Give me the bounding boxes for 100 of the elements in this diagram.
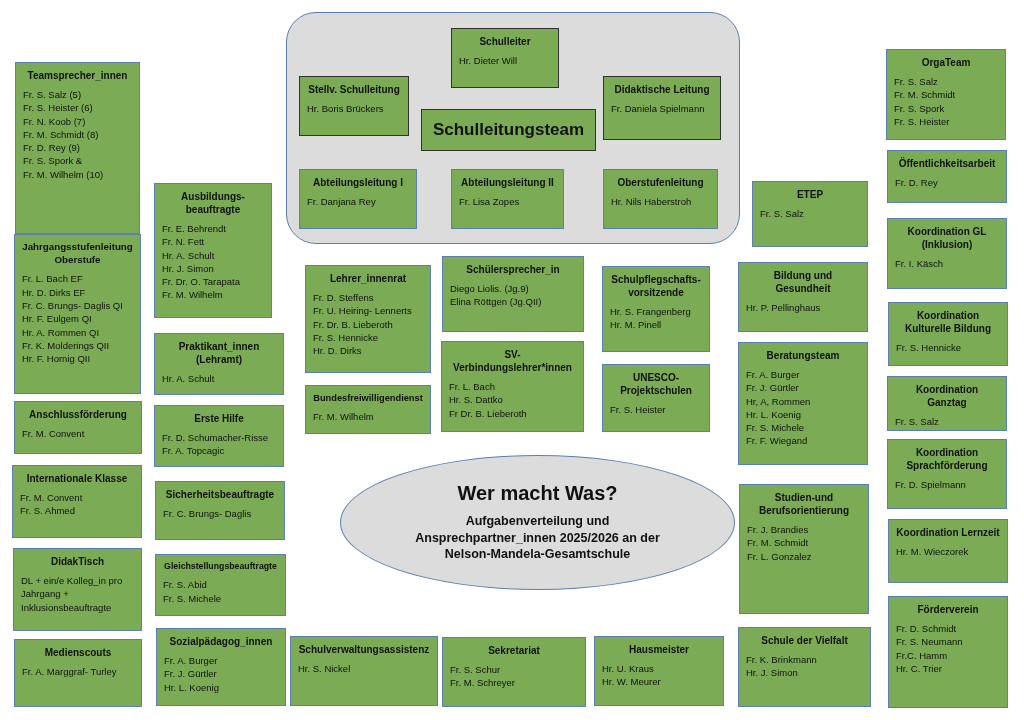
person-name: Fr. C. Brungs- Daglis QI (22, 298, 124, 313)
person-name: Hr. Dieter Will (459, 54, 519, 68)
role-heading: Jahrgangsstufenleitung Oberstufe (22, 241, 133, 267)
person-name: Fr. S. Heister (6) (23, 101, 94, 115)
title-heading: Wer macht Was? (457, 481, 618, 505)
role-heading: Schule der Vielfalt (760, 634, 849, 647)
role-box (15, 62, 140, 234)
person-name: Fr. J. Brandies (747, 523, 810, 537)
role-heading: Schulpflegschafts- vorsitzende (610, 273, 702, 299)
person-name: Fr. S. Spork (894, 101, 946, 115)
person-name: Fr. L. Bach EF (22, 272, 84, 286)
role-box (887, 150, 1007, 203)
person-name: Hr. M. Wieczorek (896, 545, 970, 559)
role-box (154, 183, 272, 318)
person-name: Fr. A. Burger (164, 654, 219, 668)
role-box (603, 169, 718, 229)
person-name: Hr. D. Dirks (313, 344, 363, 358)
role-heading: Abteilungsleitung II (460, 176, 555, 189)
role-box (887, 376, 1007, 431)
person-name: Fr. N. Koob (7) (23, 114, 87, 128)
person-name: Fr. M. Wilhelm (162, 288, 224, 302)
person-name: Hr. M. Pinell (610, 318, 663, 332)
person-name: Fr. D. Rey (9) (23, 141, 81, 155)
person-name: Fr. L. Gonzalez (747, 549, 813, 563)
role-box (594, 636, 724, 706)
role-box (752, 181, 868, 247)
role-box (441, 341, 584, 432)
person-name: Fr. M. Convent (22, 427, 86, 441)
person-name: Elina Röttgen (Jg.QII) (450, 295, 543, 309)
role-box (299, 169, 417, 229)
role-heading: Ausbildungs- beauftragte (180, 190, 246, 216)
person-name: Hr. A. Rommen QI (22, 325, 101, 339)
role-heading: Koordination Lernzeit (896, 526, 1000, 539)
role-box (305, 265, 431, 373)
role-box (738, 342, 868, 465)
person-name: Hr. L. Koenig (164, 680, 220, 694)
person-name: Fr.C. Hamm (896, 648, 949, 662)
role-heading: Bundesfreiwilligendienst (313, 392, 423, 404)
team-heading: Schulleitungsteam (432, 118, 585, 141)
role-box (14, 639, 142, 707)
role-heading: Förderverein (916, 603, 980, 616)
person-name: Fr. S. Hennicke (313, 330, 379, 345)
person-name: Fr. F. Wiegand (746, 434, 809, 448)
person-name: Fr. D. Schumacher-Risse (162, 431, 270, 445)
person-name: Fr. D. Spielmann (895, 478, 967, 492)
role-heading: Didaktische Leitung (613, 83, 711, 96)
person-name: Fr. M. Schmidt (894, 88, 957, 102)
person-name: Hr. S. Frangenberg (610, 305, 692, 319)
person-name: Fr Dr. B. Lieberoth (449, 406, 528, 420)
role-box (442, 637, 586, 707)
role-heading: Schülersprecher_in (465, 263, 561, 276)
role-box (154, 405, 284, 467)
role-box (14, 234, 141, 394)
role-heading: Studien-und Berufsorientierung (758, 491, 850, 517)
role-heading: OrgaTeam (920, 56, 972, 69)
person-name: Fr. A. Marggraf- Turley (22, 665, 118, 679)
person-name: Fr. L. Bach (449, 380, 496, 394)
role-heading: Teamsprecher_innen (26, 69, 129, 82)
person-name: Fr. S. Salz (760, 207, 805, 221)
person-name: Fr. Danjana Rey (307, 195, 377, 209)
person-name: Hr. A. Schult (162, 372, 216, 386)
role-heading: Erste Hilfe (193, 412, 245, 425)
person-name: Fr. M. Wilhelm (313, 410, 375, 424)
role-heading: Hausmeister (628, 643, 690, 656)
role-heading: Öffentlichkeitsarbeit (897, 157, 997, 170)
role-box (305, 385, 431, 434)
person-name: Hr. F. Eulgem QI (22, 312, 93, 326)
role-heading: Anschlussförderung (28, 408, 128, 421)
role-heading: Koordination GL (Inklusion) (906, 225, 988, 251)
role-heading: Gleichstellungsbeauftragte (163, 561, 278, 573)
person-name: Hr. L. Koenig (746, 407, 802, 422)
role-box (13, 548, 142, 631)
person-name: Fr. S. Michele (163, 591, 223, 605)
person-name: DL + ein/e Kolleg_in pro Jahrgang + Inklusionsbeauftragte (21, 574, 124, 614)
person-name: Diego Liolis. (Jg.9) (450, 282, 530, 296)
role-box (888, 519, 1008, 583)
group-panel (286, 12, 740, 244)
role-box (155, 554, 286, 616)
role-heading: Sozialpädagog_innen (168, 635, 274, 648)
person-name: Hr. S. Dattko (449, 393, 504, 407)
team-box (421, 109, 596, 151)
role-box (888, 596, 1008, 708)
person-name: Fr. S. Salz (894, 75, 939, 89)
person-name: Fr. I. Käsch (895, 257, 945, 271)
person-name: Fr. K. Brinkmann (746, 653, 818, 667)
role-box (603, 76, 721, 140)
role-box (451, 28, 559, 88)
role-box (12, 465, 142, 538)
person-name: Hr, A, Rommen (746, 394, 812, 408)
person-name: Hr. W. Meurer (602, 675, 662, 689)
person-name: Fr. J. Gürtler (746, 381, 800, 395)
person-name: Fr. D. Rey (895, 176, 939, 190)
role-box (738, 262, 868, 332)
person-name: Fr. E. Behrendt (162, 222, 227, 236)
person-name: Hr. J. Simon (746, 666, 799, 680)
role-heading: ETEP (795, 188, 825, 201)
role-heading: Koordination Sprachförderung (905, 446, 989, 472)
person-name: Fr. M. Schreyer (450, 676, 516, 690)
person-name: Fr. Daniela Spielmann (611, 102, 706, 116)
role-heading: Schulverwaltungsassistenz (298, 643, 430, 656)
